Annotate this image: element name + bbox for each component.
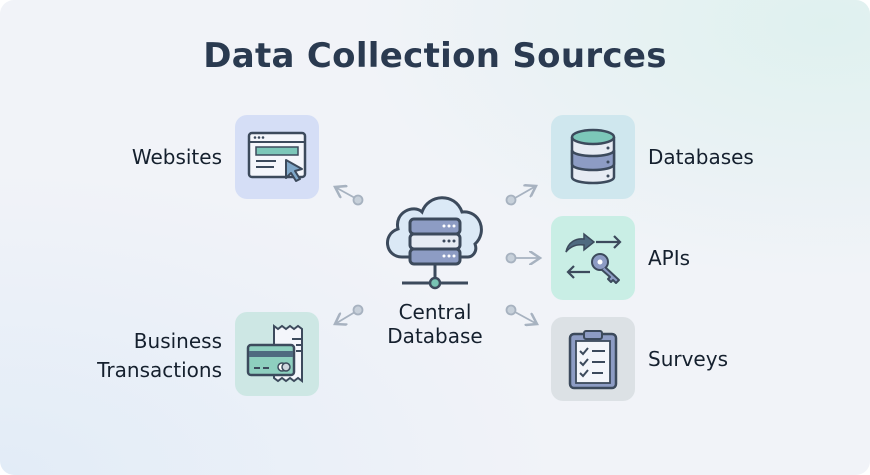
transactions-label: Business Transactions [60, 327, 222, 385]
surveys-label: Surveys [648, 347, 728, 371]
diagram-title: Data Collection Sources [203, 36, 667, 76]
connector-surveys [514, 311, 537, 324]
browser-cursor-icon [247, 131, 307, 182]
surveys-tile [551, 317, 635, 401]
cloud-server-icon [386, 196, 483, 290]
credit-card-receipt-icon [246, 324, 303, 383]
api-key-icon [565, 232, 622, 284]
apis-tile [551, 216, 635, 300]
transactions-line1: Business [133, 329, 222, 353]
connector-transactions [335, 311, 356, 324]
transactions-tile [235, 312, 319, 396]
database-icon [570, 128, 616, 185]
databases-tile [551, 115, 635, 199]
connector-databases [514, 186, 536, 199]
center-line1: Central [398, 300, 472, 324]
connector-websites [335, 187, 356, 199]
databases-label: Databases [648, 145, 754, 169]
center-line2: Database [387, 324, 483, 348]
websites-label: Websites [131, 145, 222, 169]
clipboard-checklist-icon [568, 330, 618, 390]
websites-tile [235, 115, 319, 199]
apis-label: APIs [648, 246, 691, 270]
transactions-line2: Transactions [97, 358, 222, 382]
central-database-label: Central Database [360, 300, 510, 348]
